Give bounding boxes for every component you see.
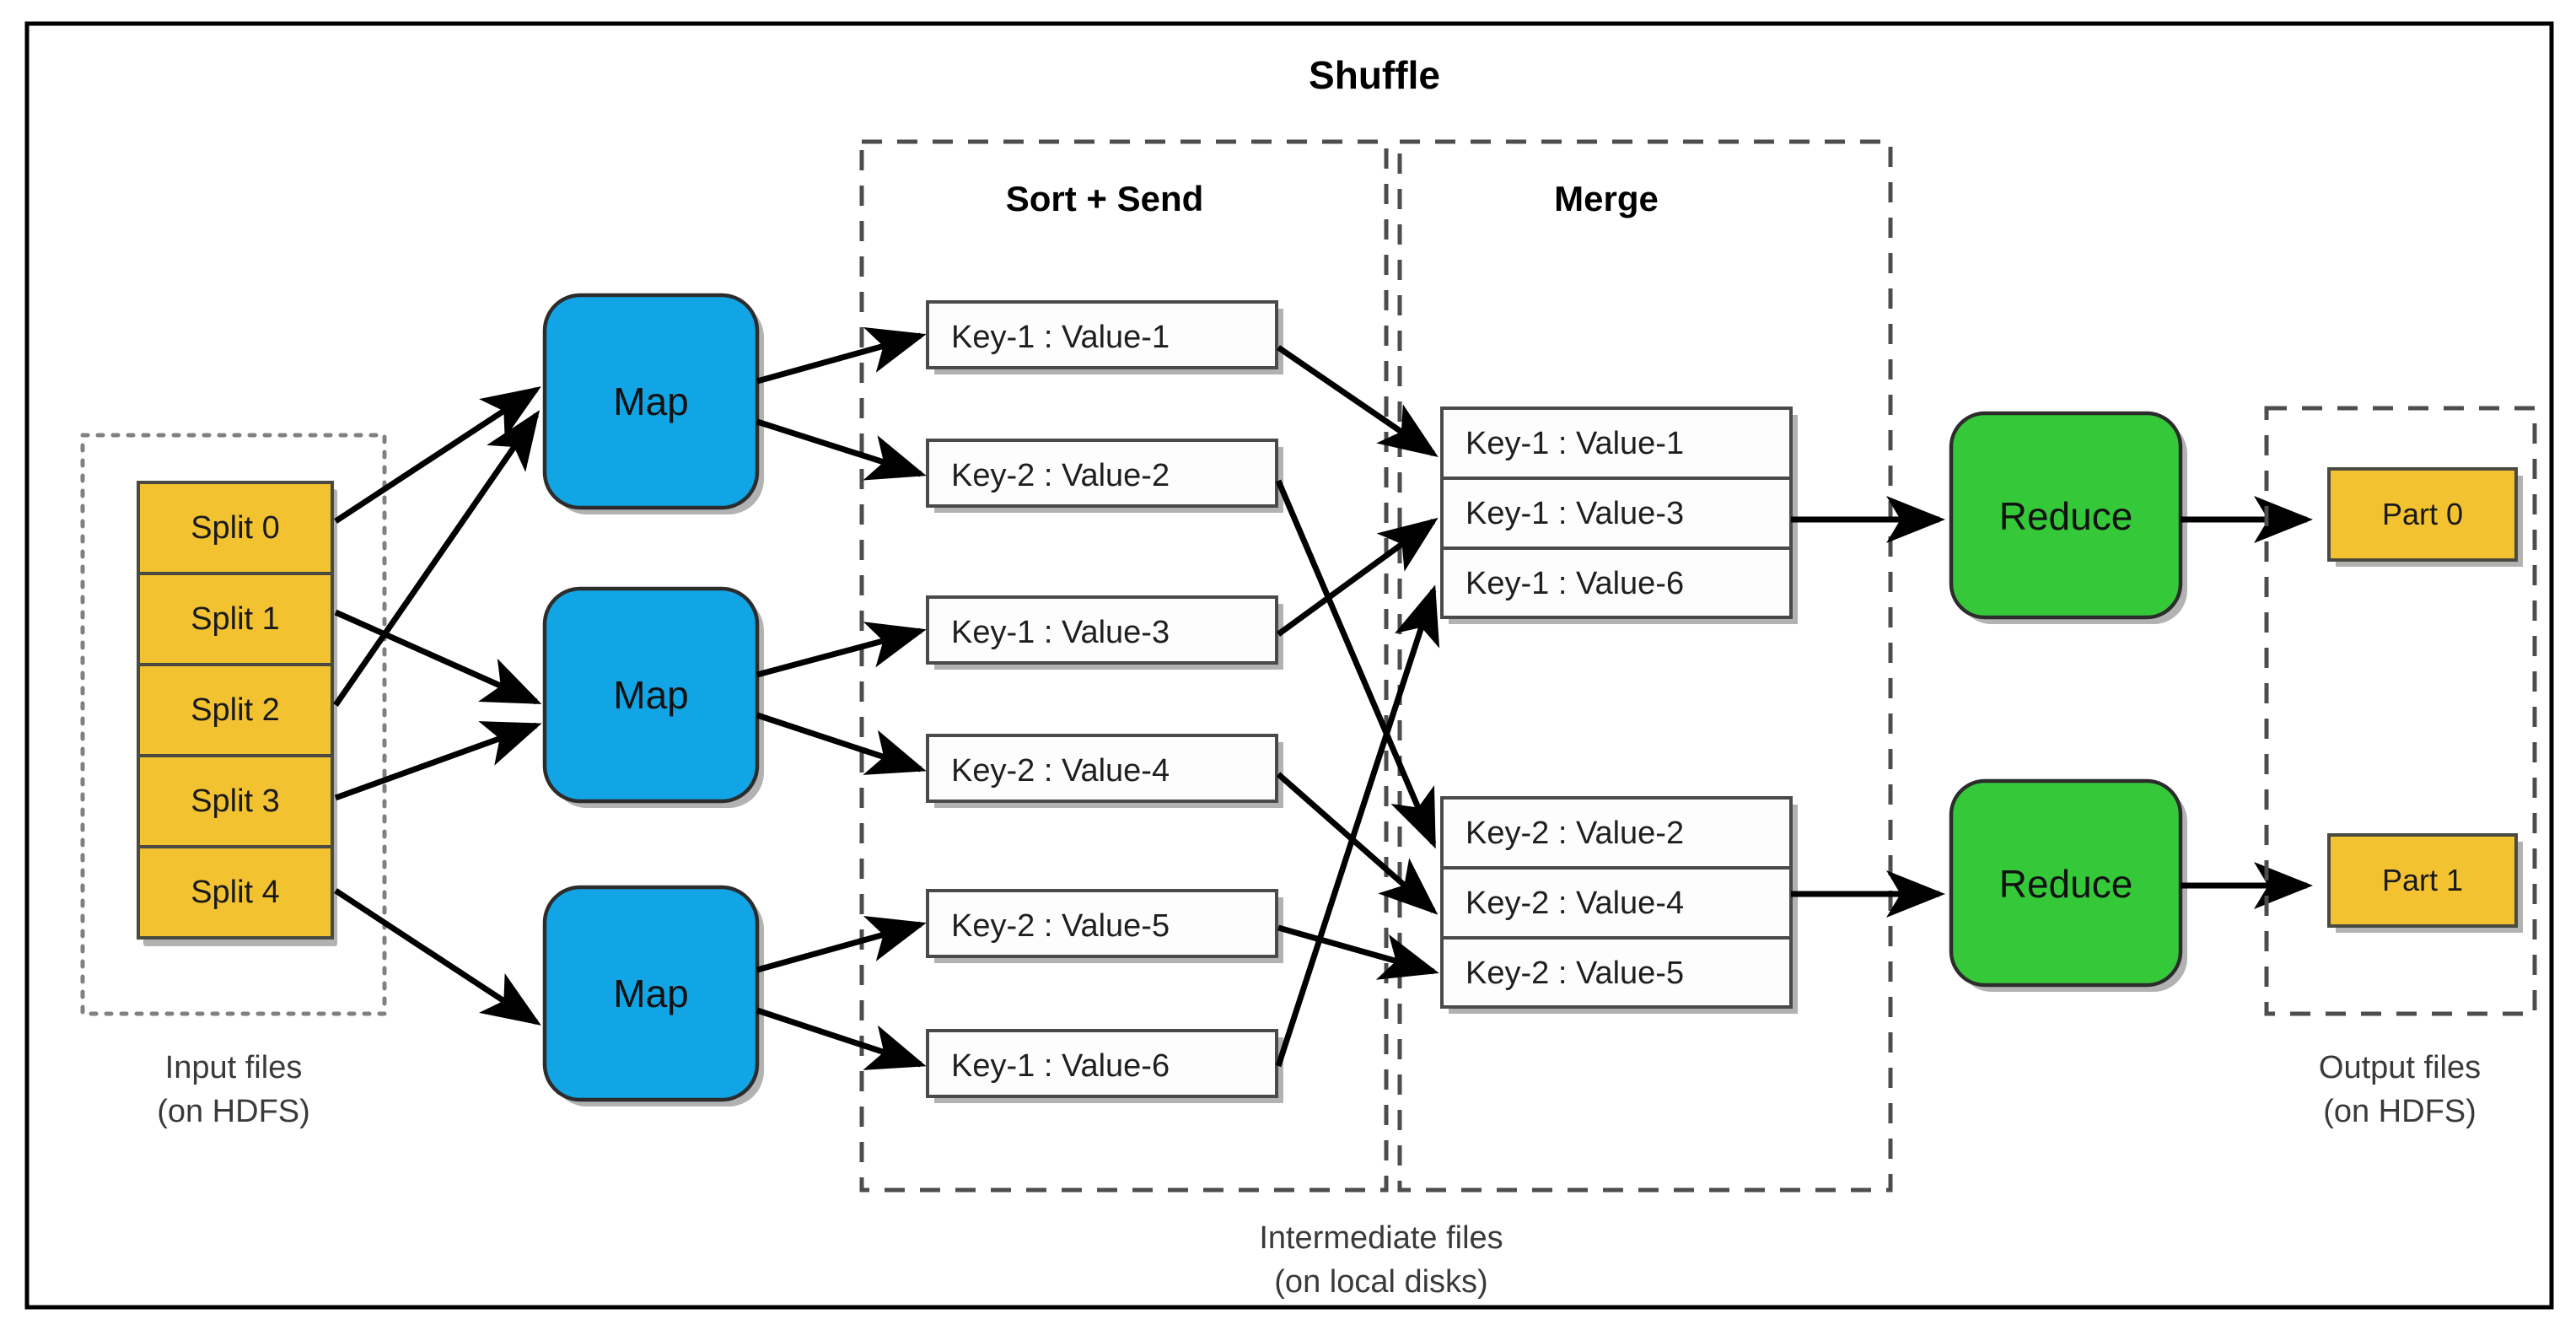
input-files-caption-sub: (on HDFS) <box>157 1094 310 1129</box>
arrow-split3-to-map2 <box>334 721 542 801</box>
intermediate-pair-4[interactable]: Key-2 : Value-4 <box>926 734 1278 803</box>
split-3[interactable]: Split 3 <box>137 754 334 848</box>
intermediate-files-caption: Intermediate files <box>1259 1220 1503 1256</box>
intermediate-pair-3-label: Key-1 : Value-3 <box>951 615 1170 650</box>
merge-group-1-row-2: Key-1 : Value-3 <box>1465 496 1684 531</box>
arrow-map3-to-kv5 <box>756 915 927 973</box>
input-files-container <box>80 433 387 1016</box>
split-2[interactable]: Split 2 <box>137 663 334 757</box>
split-3-label: Split 3 <box>191 783 280 819</box>
reduce-node-1[interactable]: Reduce <box>1949 411 2183 620</box>
split-4-label: Split 4 <box>191 875 280 910</box>
input-files-caption: Input files <box>165 1050 303 1085</box>
intermediate-pair-1-label: Key-1 : Value-1 <box>951 320 1170 355</box>
reduce-node-2[interactable]: Reduce <box>1949 778 2183 988</box>
arrow-map1-to-kv1 <box>756 326 927 385</box>
reduce-1-label: Reduce <box>1999 494 2133 538</box>
intermediate-pair-6-label: Key-1 : Value-6 <box>951 1048 1170 1084</box>
arrow-map3-to-kv6 <box>756 1007 927 1070</box>
merge-group-2-row-3: Key-2 : Value-5 <box>1465 956 1684 991</box>
arrow-kv1-to-merge-k1-row1 <box>1277 345 1439 457</box>
merge-label: Merge <box>1554 179 1659 218</box>
output-part-0[interactable]: Part 0 <box>2327 467 2518 562</box>
output-files-container <box>2264 406 2537 1016</box>
intermediate-pair-4-label: Key-2 : Value-4 <box>951 753 1170 789</box>
map-node-3[interactable]: Map <box>542 885 760 1102</box>
arrow-kv4-to-merge-k2-row2 <box>1276 772 1439 915</box>
arrow-kv3-to-merge-k1-row2 <box>1276 517 1439 637</box>
split-1[interactable]: Split 1 <box>137 572 334 666</box>
output-part-1-label: Part 1 <box>2382 863 2463 897</box>
map-node-1[interactable]: Map <box>542 293 760 510</box>
merge-group-1-row-1: Key-1 : Value-1 <box>1465 426 1684 461</box>
merge-group-2-row-1: Key-2 : Value-2 <box>1465 816 1684 851</box>
output-part-1[interactable]: Part 1 <box>2327 833 2518 928</box>
split-4[interactable]: Split 4 <box>137 845 334 940</box>
output-files-caption-sub: (on HDFS) <box>2323 1094 2477 1129</box>
map-2-label: Map <box>613 673 688 717</box>
intermediate-pair-5-label: Key-2 : Value-5 <box>951 908 1170 944</box>
split-0-label: Split 0 <box>191 510 280 546</box>
arrow-kv5-to-merge-k2-row3 <box>1277 924 1439 980</box>
arrow-split4-to-map3 <box>334 888 541 1026</box>
output-part-0-label: Part 0 <box>2382 497 2463 531</box>
sort-send-label: Sort + Send <box>1006 179 1204 218</box>
intermediate-files-caption-sub: (on local disks) <box>1274 1264 1487 1300</box>
intermediate-pair-1[interactable]: Key-1 : Value-1 <box>926 300 1278 369</box>
output-files-caption: Output files <box>2319 1050 2481 1085</box>
page-title: Shuffle <box>1309 53 1440 97</box>
map-node-2[interactable]: Map <box>542 586 760 804</box>
arrow-kv6-to-merge-k1-row3 <box>1275 584 1440 1068</box>
merge-group-1[interactable]: Key-1 : Value-1 Key-1 : Value-3 Key-1 : … <box>1440 407 1793 619</box>
sort-send-container <box>859 139 1389 1193</box>
reduce-2-label: Reduce <box>1999 862 2133 906</box>
page-frame <box>24 21 2554 1310</box>
intermediate-pair-6[interactable]: Key-1 : Value-6 <box>926 1029 1278 1098</box>
arrow-map1-to-kv2 <box>756 418 927 481</box>
arrow-map2-to-kv4 <box>756 712 927 775</box>
arrow-split1-to-map2 <box>334 609 542 705</box>
merge-group-1-row-3: Key-1 : Value-6 <box>1465 566 1684 601</box>
arrow-split2-to-map1 <box>333 410 540 707</box>
intermediate-pair-5[interactable]: Key-2 : Value-5 <box>926 889 1278 958</box>
map-1-label: Map <box>613 380 688 423</box>
split-1-label: Split 1 <box>191 601 280 637</box>
map-3-label: Map <box>613 972 688 1015</box>
split-0[interactable]: Split 0 <box>137 481 334 575</box>
merge-group-2[interactable]: Key-2 : Value-2 Key-2 : Value-4 Key-2 : … <box>1440 796 1793 1009</box>
split-2-label: Split 2 <box>191 692 280 728</box>
intermediate-pair-2-label: Key-2 : Value-2 <box>951 458 1170 493</box>
intermediate-pair-2[interactable]: Key-2 : Value-2 <box>926 439 1278 508</box>
merge-container <box>1397 139 1893 1193</box>
arrow-map2-to-kv3 <box>756 622 927 678</box>
intermediate-pair-3[interactable]: Key-1 : Value-3 <box>926 595 1278 665</box>
merge-group-2-row-2: Key-2 : Value-4 <box>1465 886 1684 921</box>
arrow-kv2-to-merge-k2-row1 <box>1275 479 1437 849</box>
